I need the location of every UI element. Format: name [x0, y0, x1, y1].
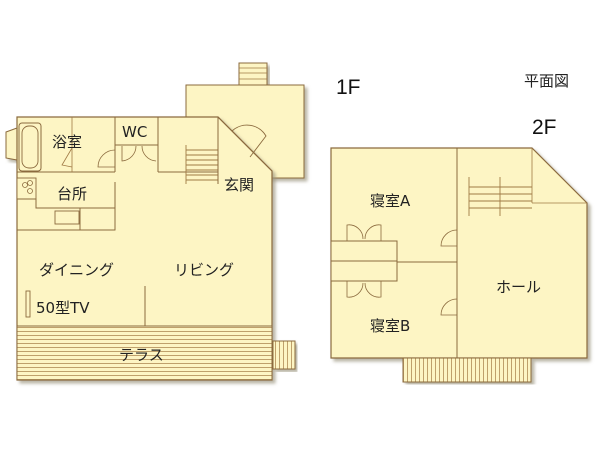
room-label-wc: WC [122, 123, 148, 141]
terrace-step [272, 340, 296, 370]
floor-1-label: 1F [336, 76, 361, 99]
room-label-dining: ダイニング [39, 261, 115, 279]
room-label-living: リビング [174, 261, 235, 279]
room-label-terrace: テラス [119, 346, 164, 364]
porch-step [238, 62, 268, 86]
bathtub [18, 122, 42, 172]
floor-2-outline [330, 147, 588, 359]
room-label-bedroom-b: 寝室B [370, 317, 411, 335]
room-label-kitchen: 台所 [57, 185, 88, 203]
floor-1-plan [5, 62, 305, 381]
tv-label: 50型TV [36, 299, 90, 317]
stove [16, 177, 37, 200]
room-label-entrance: 玄関 [224, 176, 255, 194]
room-label-bedroom-a: 寝室A [370, 192, 411, 210]
floor-2-label: 2F [532, 116, 557, 139]
tv-icon [25, 290, 31, 318]
balcony [402, 357, 532, 383]
floor-2-plan [330, 147, 588, 383]
room-label-bath: 浴室 [52, 133, 83, 151]
page-title: 平面図 [524, 72, 570, 90]
room-label-hall: ホール [496, 278, 542, 296]
sink [54, 210, 80, 225]
